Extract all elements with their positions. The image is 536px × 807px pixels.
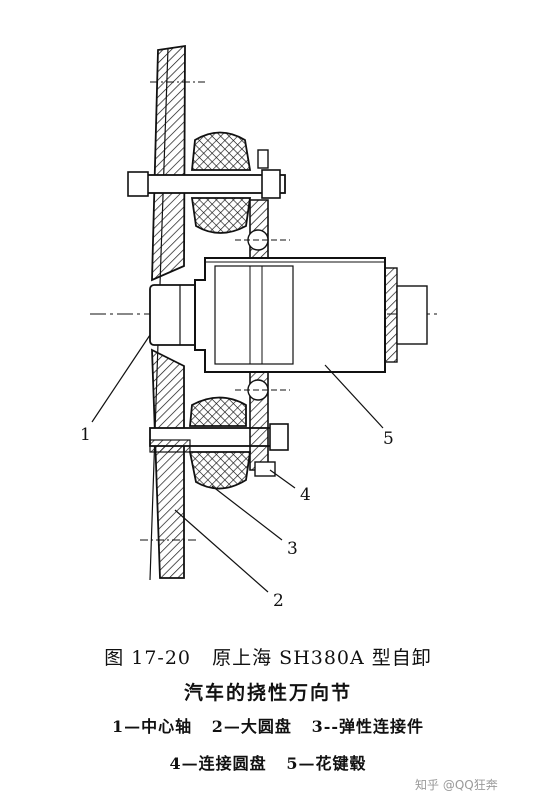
legend-line2: 4—连接圆盘 5—花键毂 [169,754,367,773]
connecting-disc [235,199,290,477]
lower-bolt-assembly [149,396,289,490]
callout-3: 3 [287,539,298,559]
legend-line1: 1—中心轴 2—大圆盘 3--弹性连接件 [111,717,425,736]
flexible-universal-joint-drawing: 1 2 3 4 5 [80,44,440,611]
callout-1: 1 [80,425,91,445]
callout-2: 2 [273,591,284,611]
figure-caption-line2: 汽车的挠性万向节 [183,682,352,704]
spline-hub [194,257,428,373]
callout-4: 4 [300,485,311,505]
large-disc [140,44,205,581]
figure-caption-line1: 图 17-20 原上海 SH380A 型自卸 [104,647,432,669]
watermark: 知乎 @QQ狂奔 [415,778,498,792]
upper-bolt-assembly [127,131,286,234]
leader-lines [91,334,384,593]
callout-5: 5 [383,429,394,449]
